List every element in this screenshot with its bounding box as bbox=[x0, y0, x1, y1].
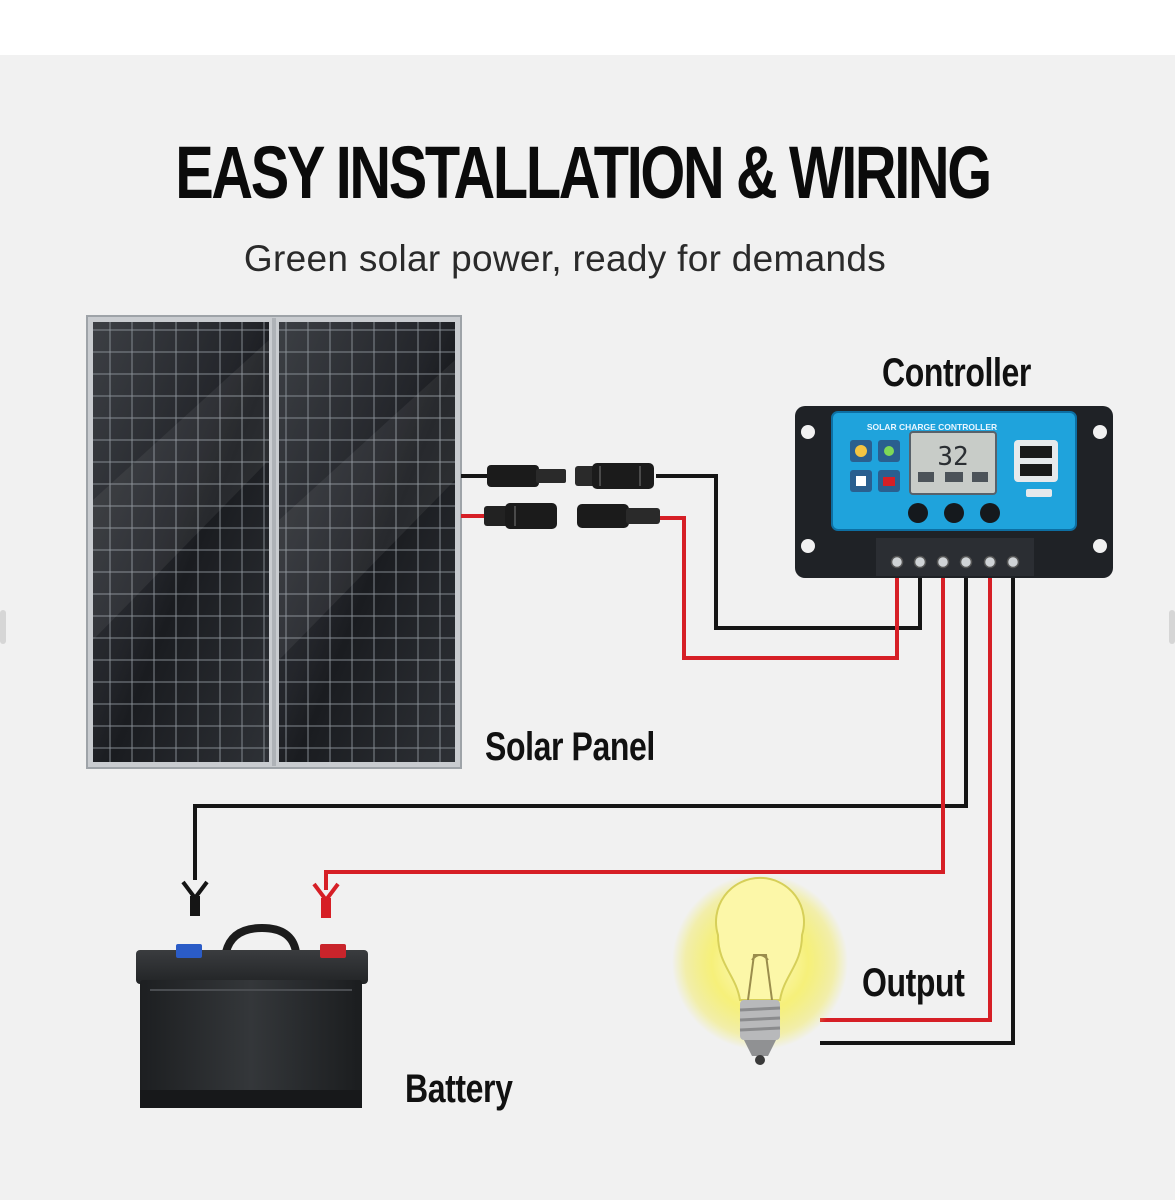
controller-mode-icons bbox=[850, 440, 900, 492]
battery-positive-wire bbox=[324, 562, 945, 890]
controller-lcd-display: 32 bbox=[909, 431, 997, 495]
controller-buttons bbox=[908, 503, 1000, 523]
page-subtitle: Green solar power, ready for demands bbox=[243, 238, 887, 279]
solar-panel-label: Solar Panel bbox=[485, 725, 655, 769]
carousel-edge-right bbox=[1169, 610, 1175, 644]
charge-controller: SOLAR CHARGE CONTROLLER 32 bbox=[795, 406, 1113, 578]
solar-panel bbox=[86, 315, 462, 769]
battery-label: Battery bbox=[405, 1067, 513, 1111]
light-bulb bbox=[672, 874, 848, 1065]
controller-label: Controller bbox=[882, 351, 1031, 395]
solar-panel-module-right bbox=[279, 322, 455, 762]
carousel-edge-left bbox=[0, 610, 6, 644]
battery-clamp-positive bbox=[312, 882, 340, 918]
solar-panel-module-left bbox=[93, 322, 269, 762]
controller-display-value: 32 bbox=[937, 442, 968, 472]
load-positive-wire bbox=[820, 562, 992, 1022]
load-negative-wire bbox=[820, 562, 1015, 1045]
controller-negative-input-wire bbox=[656, 474, 922, 630]
mc4-connector-negative bbox=[487, 463, 654, 489]
controller-positive-input-wire bbox=[660, 516, 899, 660]
battery-negative-wire bbox=[193, 562, 968, 880]
output-label: Output bbox=[862, 961, 965, 1005]
battery-clamp-negative bbox=[181, 880, 209, 916]
mc4-connectors bbox=[484, 463, 660, 529]
controller-header-text: SOLAR CHARGE CONTROLLER bbox=[867, 422, 997, 432]
controller-terminals bbox=[890, 555, 1020, 569]
page-title: EASY INSTALLATION & WIRING bbox=[175, 131, 992, 214]
wiring bbox=[193, 474, 1015, 1045]
battery bbox=[136, 923, 368, 1108]
mc4-connector-positive bbox=[484, 503, 660, 529]
usb-ports bbox=[1014, 440, 1058, 497]
